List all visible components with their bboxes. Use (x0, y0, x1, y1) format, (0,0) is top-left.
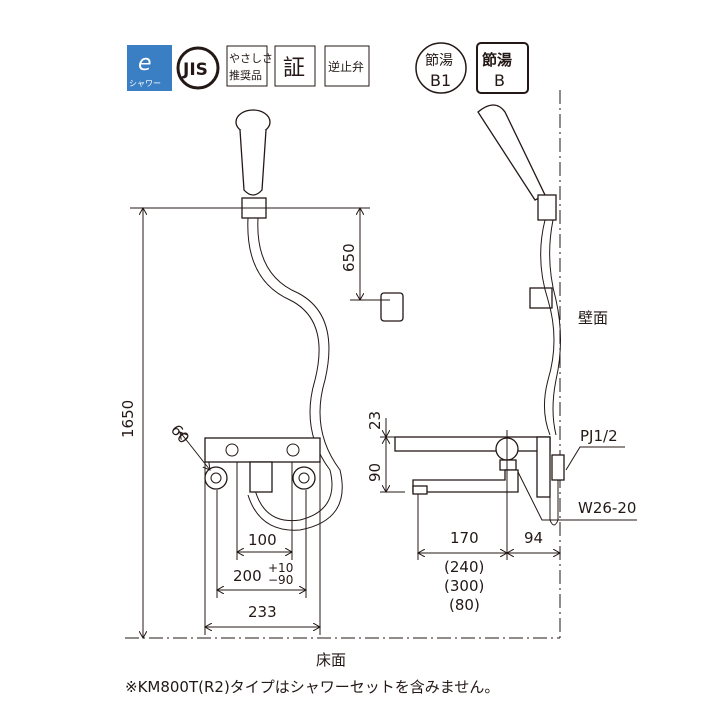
certified-badge: 証 (274, 45, 316, 87)
yasashisa-badge: やさしさ 推奨品 (226, 45, 273, 87)
svg-text:節湯: 節湯 (425, 52, 453, 69)
svg-text:+10: +10 (268, 561, 293, 575)
svg-text:B: B (494, 71, 505, 90)
svg-text:シャワー: シャワー (129, 79, 161, 88)
front-faucet-body (204, 437, 321, 493)
svg-text:推奨品: 推奨品 (229, 68, 262, 82)
svg-text:JIS: JIS (182, 60, 208, 80)
dim-80: (80) (449, 596, 480, 614)
svg-text:逆止弁: 逆止弁 (328, 59, 364, 74)
setsuyu-b-badge: 節湯 B (476, 42, 529, 94)
pj-label: PJ1/2 (580, 427, 618, 445)
svg-text:B1: B1 (430, 71, 451, 90)
dim-200: 200 (233, 567, 262, 585)
front-hanger (380, 292, 404, 322)
svg-text:節湯: 節湯 (482, 51, 512, 69)
check-valve-badge: 逆止弁 (324, 45, 370, 87)
dim-1650: 1650 (119, 400, 137, 438)
dim-100: 100 (248, 531, 277, 549)
floor-label: 床面 (316, 651, 346, 669)
footnote: ※KM800T(R2)タイプはシャワーセットを含みません。 (125, 678, 499, 696)
jis-badge: JIS (176, 46, 220, 90)
dim-233: 233 (248, 603, 277, 621)
dim-90: 90 (366, 463, 384, 482)
svg-text:やさしさ: やさしさ (229, 52, 273, 65)
eco-shower-badge: e シャワー (127, 45, 172, 91)
wall-label: 壁面 (578, 309, 608, 327)
dim-650: 650 (340, 243, 358, 272)
front-shower (235, 109, 343, 531)
w-label: W26-20 (578, 499, 636, 517)
dim-240: (240) (444, 558, 484, 576)
svg-text:e: e (138, 51, 152, 76)
svg-text:証: 証 (283, 56, 305, 81)
dim-94: 94 (524, 529, 543, 547)
dim-23: 23 (366, 411, 384, 430)
dim-170: 170 (450, 529, 479, 547)
dim-300: (300) (444, 577, 484, 595)
setsuyu-b1-badge: 節湯 B1 (415, 42, 467, 94)
svg-text:−90: −90 (268, 573, 293, 587)
side-faucet (394, 436, 565, 498)
